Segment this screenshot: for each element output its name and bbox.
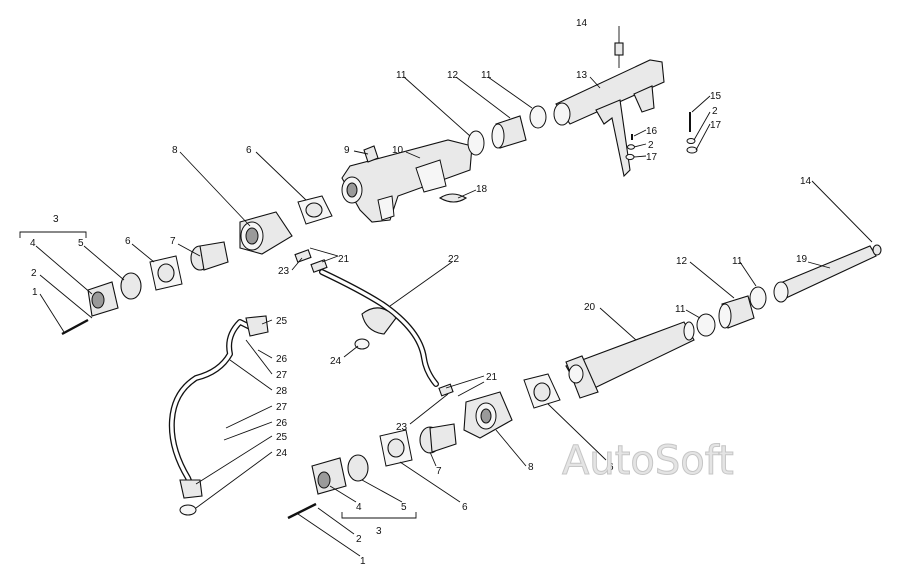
part-9-bolt <box>363 145 379 163</box>
label-1-left: 1 <box>32 287 38 298</box>
label-1-lower: 1 <box>360 556 366 567</box>
label-11-a: 11 <box>396 70 407 81</box>
label-5-lower: 5 <box>401 502 407 513</box>
label-22: 22 <box>448 254 460 265</box>
label-3-lower: 3 <box>376 526 382 537</box>
label-23-lower: 23 <box>396 422 408 433</box>
label-7-left: 7 <box>170 236 176 247</box>
label-12-right: 12 <box>676 256 688 267</box>
part-28-bent-tube <box>168 315 269 499</box>
label-27-upper: 27 <box>276 370 288 381</box>
leader-lines <box>19 26 873 557</box>
part-1-bolt-lower <box>287 502 317 520</box>
label-17-mid: 17 <box>646 152 658 163</box>
watermark-text: AutoSoft <box>562 438 734 484</box>
label-2-left: 2 <box>31 268 37 279</box>
label-25-upper: 25 <box>276 316 288 327</box>
part-12-sleeve-right <box>718 295 755 329</box>
label-18: 18 <box>476 184 488 195</box>
part-6-gasket-upper <box>297 195 333 225</box>
part-6-gasket-right <box>523 373 561 409</box>
label-14-upper: 14 <box>576 18 588 29</box>
label-21-lower: 21 <box>486 372 498 383</box>
upper-pipe-assembly <box>341 42 698 223</box>
part-18-gasket <box>438 193 468 203</box>
label-20: 20 <box>584 302 596 313</box>
part-15-bolt <box>686 112 698 154</box>
part-22-hose <box>319 269 439 387</box>
part-24-oring-upper <box>354 338 370 350</box>
label-5-left: 5 <box>78 238 84 249</box>
left-flange-stack <box>61 195 333 336</box>
label-26-upper: 26 <box>276 354 288 365</box>
part-12-sleeve-upper <box>491 115 527 149</box>
label-8-left: 8 <box>172 145 178 156</box>
part-7-thermostat-lower <box>419 423 457 454</box>
label-17-upper: 17 <box>710 120 722 131</box>
label-27-lower: 27 <box>276 402 288 413</box>
part-6-gasket-left <box>149 255 183 291</box>
part-5-ring-lower <box>347 454 369 482</box>
label-10: 10 <box>392 145 404 156</box>
label-9: 9 <box>344 145 350 156</box>
label-15: 15 <box>710 91 722 102</box>
part-11-clamp-right-upper <box>749 286 767 310</box>
part-14-fitting-top <box>614 42 624 68</box>
label-21-upper: 21 <box>338 254 350 265</box>
label-7-lower: 7 <box>436 466 442 477</box>
label-6-lower: 6 <box>462 502 468 513</box>
label-16: 16 <box>646 126 658 137</box>
label-2-mid: 2 <box>648 140 654 151</box>
label-26-lower: 26 <box>276 418 288 429</box>
label-11-b: 11 <box>481 70 492 81</box>
label-6-right: 6 <box>608 462 614 473</box>
part-11-clamp-right-lower <box>696 313 716 337</box>
part-4-cover-left <box>87 281 119 317</box>
right-pipe-assembly <box>523 244 882 409</box>
part-10-housing <box>341 139 473 223</box>
part-8-pump-body-lower <box>463 391 513 439</box>
label-4-left: 4 <box>30 238 36 249</box>
part-1-bolt-left <box>61 318 89 336</box>
label-6-upper: 6 <box>246 145 252 156</box>
label-2-upper: 2 <box>712 106 718 117</box>
part-8-pump-body-left <box>239 211 293 255</box>
label-14-right: 14 <box>800 176 812 187</box>
part-7-thermostat-left <box>190 241 229 271</box>
label-25-lower: 25 <box>276 432 288 443</box>
callout-labels: 3 4 5 2 1 6 7 8 6 23 21 9 10 11 12 11 13… <box>30 18 812 567</box>
label-6-left: 6 <box>125 236 131 247</box>
label-11-c: 11 <box>675 304 686 315</box>
part-4-cover-lower <box>311 457 347 495</box>
label-24-lower: 24 <box>276 448 288 459</box>
part-19-pipe <box>773 244 882 303</box>
label-2-lower: 2 <box>356 534 362 545</box>
label-3-left: 3 <box>53 214 59 225</box>
label-8-lower: 8 <box>528 462 534 473</box>
label-24-upper: 24 <box>330 356 342 367</box>
part-11-clamp-left <box>467 130 485 156</box>
part-24-oring-lower <box>179 504 197 516</box>
label-12-upper: 12 <box>447 70 459 81</box>
label-11-d: 11 <box>732 256 743 267</box>
part-13-pipe <box>553 59 665 178</box>
part-20-pipe <box>565 321 695 399</box>
label-4-lower: 4 <box>356 502 362 513</box>
label-28: 28 <box>276 386 288 397</box>
part-11-clamp-right <box>529 105 547 129</box>
label-23-upper: 23 <box>278 266 290 277</box>
label-13: 13 <box>576 70 588 81</box>
lower-flange-stack <box>287 391 513 520</box>
part-5-ring-left <box>120 272 142 300</box>
part-16-bolt <box>625 134 635 161</box>
part-6-gasket-lower <box>379 429 413 467</box>
label-19: 19 <box>796 254 808 265</box>
